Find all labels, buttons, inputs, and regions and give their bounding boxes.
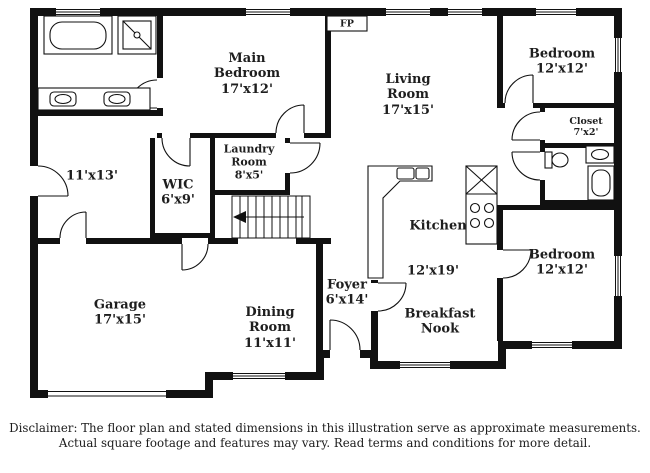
bath-sink-icon xyxy=(585,145,615,164)
shower-icon xyxy=(117,15,157,55)
disclaimer-line-1: Disclaimer: The floor plan and stated di… xyxy=(9,421,641,435)
kitchen-counter xyxy=(367,165,498,279)
window-living xyxy=(386,8,430,16)
door-wic xyxy=(161,137,191,167)
door-main-bedroom xyxy=(275,104,305,134)
window-living-2 xyxy=(448,8,482,16)
walls-layer xyxy=(30,8,622,398)
garage-door xyxy=(48,390,166,398)
window-bedroom-tr-right xyxy=(614,38,622,72)
toilet-icon xyxy=(544,151,569,169)
fireplace-label: FP xyxy=(340,18,354,30)
window-bedroom-tr-top xyxy=(536,8,576,16)
window-dining xyxy=(233,372,285,380)
door-openings-layer xyxy=(30,78,545,358)
door-bedroom-br xyxy=(502,249,532,279)
fireplace-box xyxy=(326,15,368,32)
door-side-entry xyxy=(37,165,69,197)
disclaimer-line-2: Actual square footage and features may v… xyxy=(58,436,592,450)
stove-icon xyxy=(469,202,495,229)
door-hall-bath xyxy=(511,151,541,181)
door-laundry xyxy=(289,142,321,174)
double-vanity-icon xyxy=(37,87,151,111)
door-garage-entry xyxy=(181,243,209,271)
bathtub-icon xyxy=(43,15,113,55)
kitchen-sink-icon xyxy=(396,167,415,180)
door-bedroom-tr xyxy=(504,74,534,104)
stairs xyxy=(231,195,311,239)
door-closet xyxy=(511,111,541,141)
window-bedroom-br-bottom xyxy=(532,341,572,349)
stairs-arrow xyxy=(233,211,246,223)
door-front xyxy=(329,319,361,351)
window-main-bedroom xyxy=(246,8,290,16)
window-bedroom-br-right xyxy=(614,256,622,296)
doors-layer xyxy=(37,74,541,351)
fixtures-layer xyxy=(37,15,615,279)
door-flex-room xyxy=(59,211,87,239)
window-breakfast xyxy=(400,361,450,369)
bathtub-2-icon xyxy=(587,165,615,201)
window-bath xyxy=(56,8,100,16)
door-foyer-breakfast xyxy=(377,282,407,312)
windows-layer xyxy=(48,8,622,398)
